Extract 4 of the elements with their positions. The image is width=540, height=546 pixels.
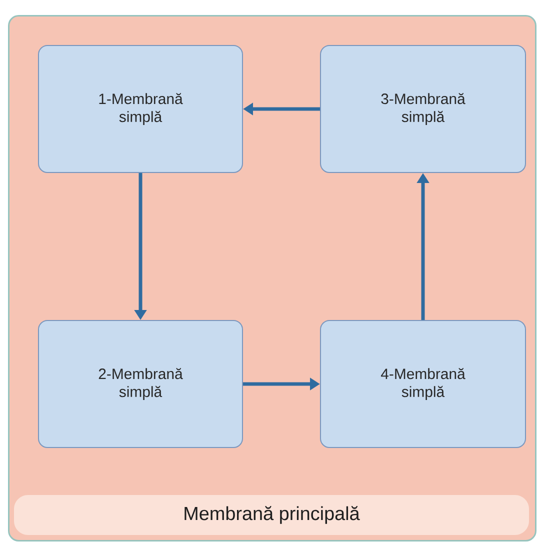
process-box: 2-Membrană simplă [38,320,243,448]
process-box: 4-Membrană simplă [320,320,526,448]
process-box: 3-Membrană simplă [320,45,526,173]
process-box: 1-Membrană simplă [38,45,243,173]
